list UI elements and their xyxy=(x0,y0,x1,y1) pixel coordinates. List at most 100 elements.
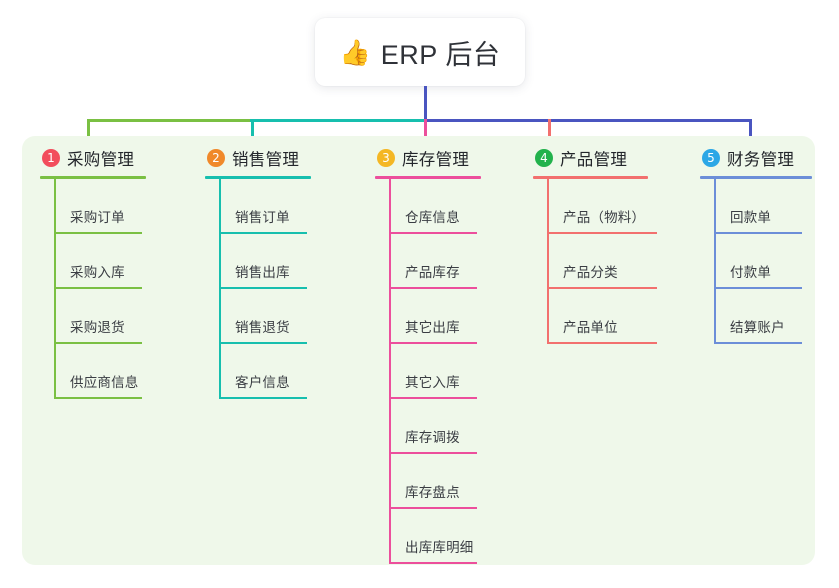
leaf-underline xyxy=(219,342,307,344)
column-underline-finance xyxy=(700,176,812,179)
leaf-label: 产品单位 xyxy=(563,320,618,335)
leaf-label: 供应商信息 xyxy=(70,375,139,390)
leaf-item[interactable]: 供应商信息 xyxy=(40,344,146,399)
column-badge-inventory: 3 xyxy=(377,149,395,167)
leaf-item[interactable]: 产品库存 xyxy=(375,234,481,289)
leaf-label: 出库库明细 xyxy=(405,540,474,555)
leaf-label: 产品库存 xyxy=(405,265,460,280)
leaf-item[interactable]: 产品（物料） xyxy=(533,179,657,234)
drop-inventory xyxy=(424,119,427,152)
leaf-item[interactable]: 仓库信息 xyxy=(375,179,481,234)
leaf-label: 仓库信息 xyxy=(405,210,460,225)
leaf-underline xyxy=(219,397,307,399)
leaf-label: 采购退货 xyxy=(70,320,125,335)
leaf-item[interactable]: 回款单 xyxy=(700,179,812,234)
column-trunk-finance xyxy=(714,179,716,344)
column-underline-inventory xyxy=(375,176,481,179)
column-header-finance[interactable]: 5 财务管理 xyxy=(700,146,812,170)
leaf-label: 采购入库 xyxy=(70,265,125,280)
leaf-item[interactable]: 库存调拨 xyxy=(375,399,481,454)
column-badge-purchase: 1 xyxy=(42,149,60,167)
leaf-item[interactable]: 销售退货 xyxy=(205,289,311,344)
leaf-label: 付款单 xyxy=(730,265,772,280)
drop-product xyxy=(548,119,551,152)
bus-segment-teal xyxy=(250,119,425,122)
leaf-underline xyxy=(389,562,477,564)
leaf-item[interactable]: 销售出库 xyxy=(205,234,311,289)
leaf-label: 销售订单 xyxy=(235,210,290,225)
column-title-purchase: 采购管理 xyxy=(67,151,135,169)
leaf-label: 采购订单 xyxy=(70,210,125,225)
leaf-item[interactable]: 销售订单 xyxy=(205,179,311,234)
root-stem-line xyxy=(424,86,427,120)
drop-purchase xyxy=(87,119,90,152)
leaf-item[interactable]: 产品单位 xyxy=(533,289,657,344)
diagram-panel xyxy=(22,136,815,565)
column-items-sales: 销售订单销售出库销售退货客户信息 xyxy=(205,179,311,399)
leaf-item[interactable]: 采购退货 xyxy=(40,289,146,344)
column-trunk-purchase xyxy=(54,179,56,399)
column-inventory: 3 库存管理仓库信息产品库存其它出库其它入库库存调拨库存盘点出库库明细 xyxy=(375,146,481,564)
column-header-purchase[interactable]: 1 采购管理 xyxy=(40,146,146,170)
leaf-underline xyxy=(547,342,657,344)
leaf-underline xyxy=(219,287,307,289)
leaf-underline xyxy=(714,342,802,344)
leaf-item[interactable]: 结算账户 xyxy=(700,289,812,344)
bus-segment-green xyxy=(87,119,251,122)
thumbs-up-icon: 👍 xyxy=(339,38,371,67)
leaf-underline xyxy=(54,342,142,344)
leaf-label: 销售退货 xyxy=(235,320,290,335)
column-trunk-inventory xyxy=(389,179,391,564)
leaf-label: 回款单 xyxy=(730,210,772,225)
column-header-sales[interactable]: 2 销售管理 xyxy=(205,146,311,170)
leaf-underline xyxy=(219,232,307,234)
column-trunk-sales xyxy=(219,179,221,399)
column-underline-purchase xyxy=(40,176,146,179)
column-sales: 2 销售管理销售订单销售出库销售退货客户信息 xyxy=(205,146,311,399)
leaf-underline xyxy=(389,232,477,234)
column-title-sales: 销售管理 xyxy=(232,151,300,169)
leaf-item[interactable]: 付款单 xyxy=(700,234,812,289)
column-title-inventory: 库存管理 xyxy=(402,151,470,169)
leaf-item[interactable]: 其它出库 xyxy=(375,289,481,344)
column-badge-product: 4 xyxy=(535,149,553,167)
leaf-label: 客户信息 xyxy=(235,375,290,390)
leaf-underline xyxy=(54,287,142,289)
column-items-finance: 回款单付款单结算账户 xyxy=(700,179,812,344)
leaf-item[interactable]: 库存盘点 xyxy=(375,454,481,509)
leaf-item[interactable]: 出库库明细 xyxy=(375,509,481,564)
leaf-item[interactable]: 产品分类 xyxy=(533,234,657,289)
leaf-item[interactable]: 采购入库 xyxy=(40,234,146,289)
leaf-label: 其它入库 xyxy=(405,375,460,390)
column-header-inventory[interactable]: 3 库存管理 xyxy=(375,146,481,170)
bus-segment-blue xyxy=(424,119,751,122)
column-purchase: 1 采购管理采购订单采购入库采购退货供应商信息 xyxy=(40,146,146,399)
leaf-underline xyxy=(389,452,477,454)
leaf-label: 销售出库 xyxy=(235,265,290,280)
leaf-item[interactable]: 客户信息 xyxy=(205,344,311,399)
root-node-title: ERP 后台 xyxy=(380,39,501,70)
leaf-underline xyxy=(389,287,477,289)
column-badge-sales: 2 xyxy=(207,149,225,167)
column-underline-sales xyxy=(205,176,311,179)
leaf-underline xyxy=(54,232,142,234)
column-badge-finance: 5 xyxy=(702,149,720,167)
leaf-underline xyxy=(714,232,802,234)
leaf-underline xyxy=(54,397,142,399)
root-node-erp-backend[interactable]: 👍 ERP 后台 xyxy=(315,18,525,86)
leaf-label: 库存调拨 xyxy=(405,430,460,445)
column-title-finance: 财务管理 xyxy=(727,151,795,169)
column-items-purchase: 采购订单采购入库采购退货供应商信息 xyxy=(40,179,146,399)
column-finance: 5 财务管理回款单付款单结算账户 xyxy=(700,146,812,344)
leaf-item[interactable]: 采购订单 xyxy=(40,179,146,234)
leaf-underline xyxy=(389,342,477,344)
leaf-label: 产品分类 xyxy=(563,265,618,280)
leaf-item[interactable]: 其它入库 xyxy=(375,344,481,399)
leaf-label: 产品（物料） xyxy=(563,210,646,225)
leaf-underline xyxy=(389,507,477,509)
leaf-underline xyxy=(547,232,657,234)
column-underline-product xyxy=(533,176,648,179)
column-trunk-product xyxy=(547,179,549,344)
